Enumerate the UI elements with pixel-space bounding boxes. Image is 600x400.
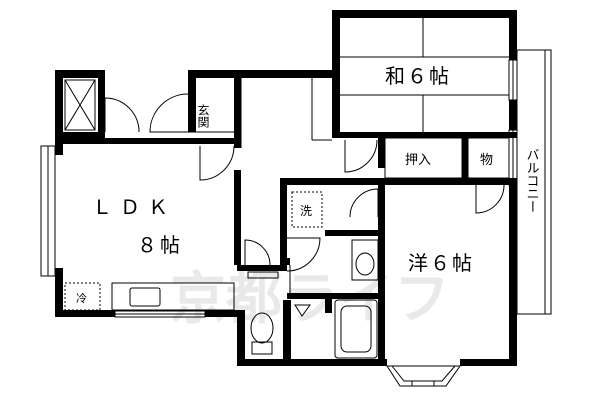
watermark: 京都ライフ — [170, 267, 450, 332]
washitsu-label: 和６帖 — [385, 64, 451, 88]
mono-label: 物 — [480, 153, 493, 168]
oshiire-label: 押入 — [405, 153, 431, 168]
ldk-size-label: ８帖 — [137, 233, 183, 257]
fridge-label: 冷 — [76, 292, 87, 305]
youshitsu-label: 洋６帖 — [408, 251, 474, 275]
interior-walls — [55, 78, 517, 366]
thin-lines — [40, 18, 552, 387]
balcony-label: バルコニー — [524, 148, 540, 213]
outer-walls — [55, 10, 517, 366]
labels: ＬＤＫ ８帖 和６帖 洋６帖 玄関 押入 物 バルコニー 洗 冷 — [76, 64, 539, 305]
genkan-label: 玄関 — [196, 103, 210, 128]
ldk-label: ＬＤＫ — [92, 195, 176, 219]
doors — [104, 93, 505, 293]
washing-machine-label: 洗 — [300, 204, 312, 218]
